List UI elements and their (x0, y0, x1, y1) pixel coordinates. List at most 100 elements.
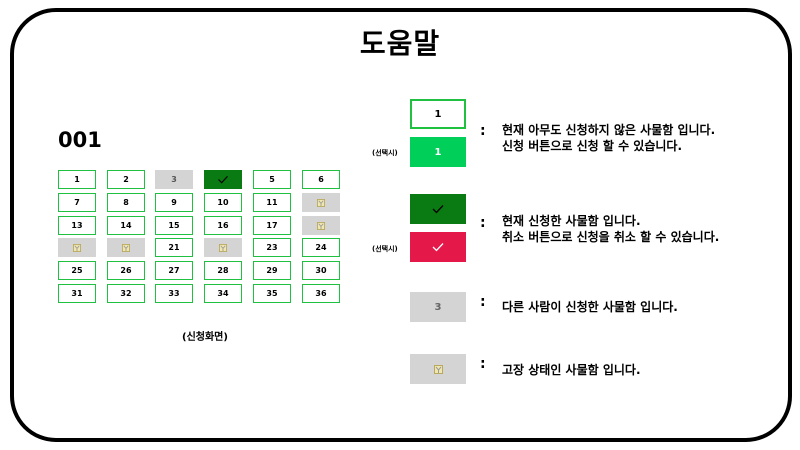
legend-taken-box-label: 3 (434, 301, 442, 313)
locker-cell-label: 32 (120, 289, 132, 298)
legend-available-line2: 신청 버튼으로 신청 할 수 있습니다. (502, 139, 683, 153)
locker-cell[interactable]: 9 (155, 193, 193, 212)
locker-cell-label: 1 (74, 175, 80, 184)
locker-cell[interactable]: 16 (204, 216, 242, 235)
locker-cell[interactable]: 8 (107, 193, 145, 212)
legend-broken-colon: : (480, 356, 486, 372)
locker-cell (58, 238, 96, 257)
legend-taken-colon: : (480, 294, 486, 310)
locker-cell: 3 (155, 170, 193, 189)
locker-cell-label: 33 (168, 289, 180, 298)
locker-cell[interactable]: 25 (58, 261, 96, 280)
locker-cell-label: 25 (71, 266, 83, 275)
locker-cell[interactable]: 5 (253, 170, 291, 189)
locker-cell[interactable] (204, 170, 242, 189)
locker-cell[interactable]: 6 (302, 170, 340, 189)
broken-icon (73, 243, 81, 252)
locker-cell (204, 238, 242, 257)
locker-cell[interactable]: 26 (107, 261, 145, 280)
locker-cell[interactable]: 28 (204, 261, 242, 280)
locker-cell-label: 27 (168, 266, 180, 275)
locker-cell[interactable]: 36 (302, 284, 340, 303)
legend-available-colon: : (480, 123, 486, 139)
locker-cell-label: 29 (266, 266, 278, 275)
locker-cell[interactable]: 33 (155, 284, 193, 303)
legend-available-selected-label: (선택시) (372, 149, 398, 157)
locker-cell[interactable]: 21 (155, 238, 193, 257)
legend-available-line1: 현재 아무도 신청하지 않은 사물함 입니다. (502, 123, 716, 137)
check-icon (218, 175, 228, 184)
locker-cell (302, 193, 340, 212)
locker-cell[interactable]: 1 (58, 170, 96, 189)
locker-cell-label: 24 (315, 243, 327, 252)
locker-cell-label: 11 (266, 198, 278, 207)
legend-mine-selected-box (410, 232, 466, 262)
locker-cell[interactable]: 32 (107, 284, 145, 303)
locker-cell[interactable]: 11 (253, 193, 291, 212)
broken-icon (219, 243, 227, 252)
screen-caption: (신청화면) (182, 332, 228, 343)
locker-cell-label: 15 (168, 221, 180, 230)
locker-cell-label: 2 (123, 175, 129, 184)
locker-cell-label: 9 (171, 198, 177, 207)
locker-cell-label: 30 (315, 266, 327, 275)
locker-cell-label: 16 (217, 221, 229, 230)
legend-mine-line1: 현재 신청한 사물함 입니다. (502, 214, 641, 228)
locker-cell-label: 14 (120, 221, 132, 230)
locker-cell[interactable]: 29 (253, 261, 291, 280)
broken-icon (317, 198, 325, 207)
locker-cell[interactable]: 10 (204, 193, 242, 212)
locker-cell[interactable]: 35 (253, 284, 291, 303)
legend-mine-colon: : (480, 215, 486, 231)
locker-cell-label: 31 (71, 289, 83, 298)
locker-cell-label: 13 (71, 221, 83, 230)
legend-taken-line1: 다른 사람이 신청한 사물함 입니다. (502, 300, 678, 314)
legend-broken-box (410, 354, 466, 384)
locker-id: 001 (58, 128, 102, 152)
legend-available-selected-box: 1 (410, 137, 466, 167)
legend-available-box-label: 1 (434, 108, 442, 120)
page-title: 도움말 (359, 27, 441, 60)
locker-cell-label: 21 (168, 243, 180, 252)
locker-cell[interactable]: 27 (155, 261, 193, 280)
locker-cell[interactable]: 13 (58, 216, 96, 235)
locker-cell-label: 7 (74, 198, 80, 207)
locker-cell-label: 35 (266, 289, 278, 298)
locker-cell[interactable]: 15 (155, 216, 193, 235)
locker-cell-label: 36 (315, 289, 327, 298)
locker-cell[interactable]: 24 (302, 238, 340, 257)
check-icon (432, 205, 444, 214)
locker-cell (107, 238, 145, 257)
legend-mine-selected-label: (선택시) (372, 245, 398, 253)
locker-cell[interactable]: 30 (302, 261, 340, 280)
broken-icon (433, 364, 443, 374)
locker-cell-label: 3 (171, 175, 177, 184)
legend-taken-box: 3 (410, 292, 466, 322)
locker-cell (302, 216, 340, 235)
locker-cell-label: 34 (217, 289, 229, 298)
locker-cell[interactable]: 2 (107, 170, 145, 189)
locker-cell-label: 8 (123, 198, 129, 207)
locker-cell[interactable]: 23 (253, 238, 291, 257)
legend-available-text: 현재 아무도 신청하지 않은 사물함 입니다. 신청 버튼으로 신청 할 수 있… (502, 122, 715, 154)
locker-cell-label: 28 (217, 266, 229, 275)
legend-mine-box (410, 194, 466, 224)
locker-cell-label: 23 (266, 243, 278, 252)
broken-icon (317, 221, 325, 230)
legend-available-box: 1 (410, 99, 466, 129)
locker-cell-label: 17 (266, 221, 278, 230)
check-icon (432, 243, 444, 252)
legend-mine-line2: 취소 버튼으로 신청을 취소 할 수 있습니다. (502, 230, 720, 244)
legend-mine-text: 현재 신청한 사물함 입니다. 취소 버튼으로 신청을 취소 할 수 있습니다. (502, 213, 719, 245)
locker-cell[interactable]: 34 (204, 284, 242, 303)
locker-cell[interactable]: 7 (58, 193, 96, 212)
locker-cell-label: 5 (269, 175, 275, 184)
locker-cell-label: 6 (318, 175, 324, 184)
locker-cell[interactable]: 17 (253, 216, 291, 235)
legend-broken-line1: 고장 상태인 사물함 입니다. (502, 363, 641, 377)
locker-cell[interactable]: 31 (58, 284, 96, 303)
legend-available-selected-box-label: 1 (434, 146, 442, 158)
locker-cell-label: 10 (217, 198, 229, 207)
locker-cell[interactable]: 14 (107, 216, 145, 235)
